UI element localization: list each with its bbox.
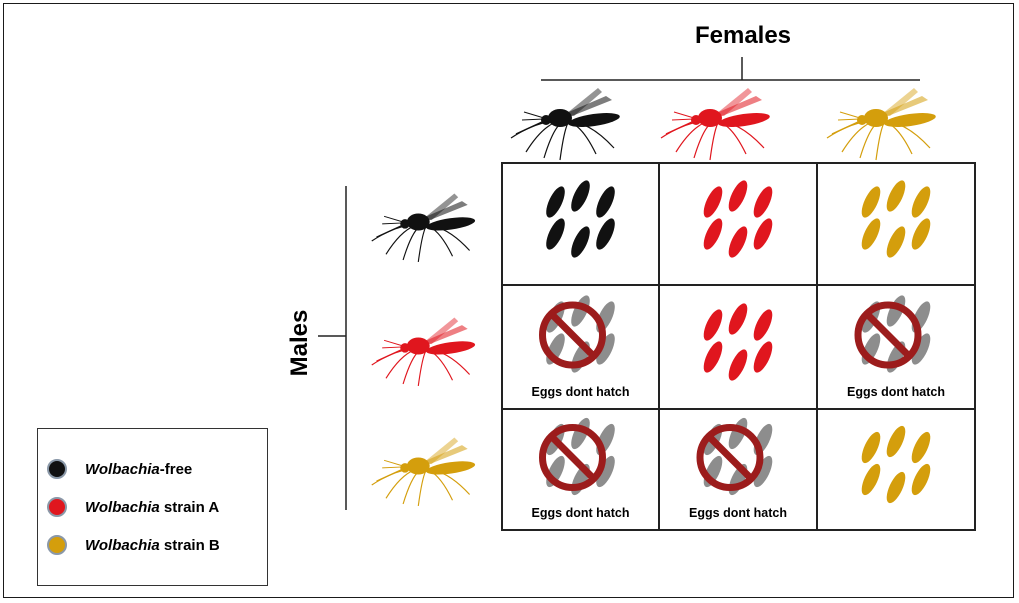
female-mosquito-strain_a-icon xyxy=(661,88,771,160)
female-mosquito-strain_b-icon xyxy=(827,88,937,160)
egg xyxy=(750,216,776,252)
legend-label: Wolbachia strain B xyxy=(85,537,220,554)
cell-1-1 xyxy=(700,301,776,383)
egg xyxy=(750,184,776,220)
cell-1-2 xyxy=(858,293,934,375)
female-mosquito-free-icon xyxy=(511,88,621,160)
egg xyxy=(883,224,909,260)
no-hatch-label: Eggs dont hatch xyxy=(532,385,630,399)
egg xyxy=(750,307,776,343)
legend-swatch-icon xyxy=(47,535,67,555)
male-mosquito-strain_b-icon xyxy=(372,438,476,506)
egg xyxy=(542,216,568,252)
legend-label: Wolbachia-free xyxy=(85,461,192,478)
females-title: Females xyxy=(643,22,843,50)
egg xyxy=(700,339,726,375)
no-hatch-label: Eggs dont hatch xyxy=(847,385,945,399)
egg xyxy=(725,224,751,260)
egg xyxy=(908,216,934,252)
egg xyxy=(883,178,909,214)
egg xyxy=(908,429,934,465)
legend-item: Wolbachia strain B xyxy=(47,533,220,557)
male-mosquito-free-icon xyxy=(372,194,476,262)
egg xyxy=(858,216,884,252)
cell-0-1 xyxy=(700,178,776,260)
egg xyxy=(592,184,618,220)
egg xyxy=(700,216,726,252)
egg xyxy=(567,224,593,260)
egg xyxy=(567,178,593,214)
legend-swatch-icon xyxy=(47,497,67,517)
egg xyxy=(858,184,884,220)
cell-1-0 xyxy=(542,293,618,375)
males-title: Males xyxy=(286,310,314,377)
egg xyxy=(725,178,751,214)
egg xyxy=(883,423,909,459)
legend-item: Wolbachia strain A xyxy=(47,495,219,519)
no-hatch-label: Eggs dont hatch xyxy=(689,506,787,520)
legend-swatch-icon xyxy=(47,459,67,479)
egg xyxy=(592,216,618,252)
egg xyxy=(858,429,884,465)
legend-item: Wolbachia-free xyxy=(47,457,192,481)
cell-0-0 xyxy=(542,178,618,260)
legend-label: Wolbachia strain A xyxy=(85,499,219,516)
egg xyxy=(908,461,934,497)
egg xyxy=(700,184,726,220)
male-mosquito-strain_a-icon xyxy=(372,318,476,386)
egg xyxy=(883,469,909,505)
egg xyxy=(542,184,568,220)
egg xyxy=(700,307,726,343)
egg xyxy=(750,339,776,375)
no-hatch-label: Eggs dont hatch xyxy=(532,506,630,520)
cell-2-2 xyxy=(858,423,934,505)
cell-0-2 xyxy=(858,178,934,260)
egg xyxy=(858,461,884,497)
egg xyxy=(908,184,934,220)
egg xyxy=(725,347,751,383)
egg xyxy=(725,301,751,337)
cell-2-1 xyxy=(700,415,776,497)
cell-2-0 xyxy=(542,415,618,497)
